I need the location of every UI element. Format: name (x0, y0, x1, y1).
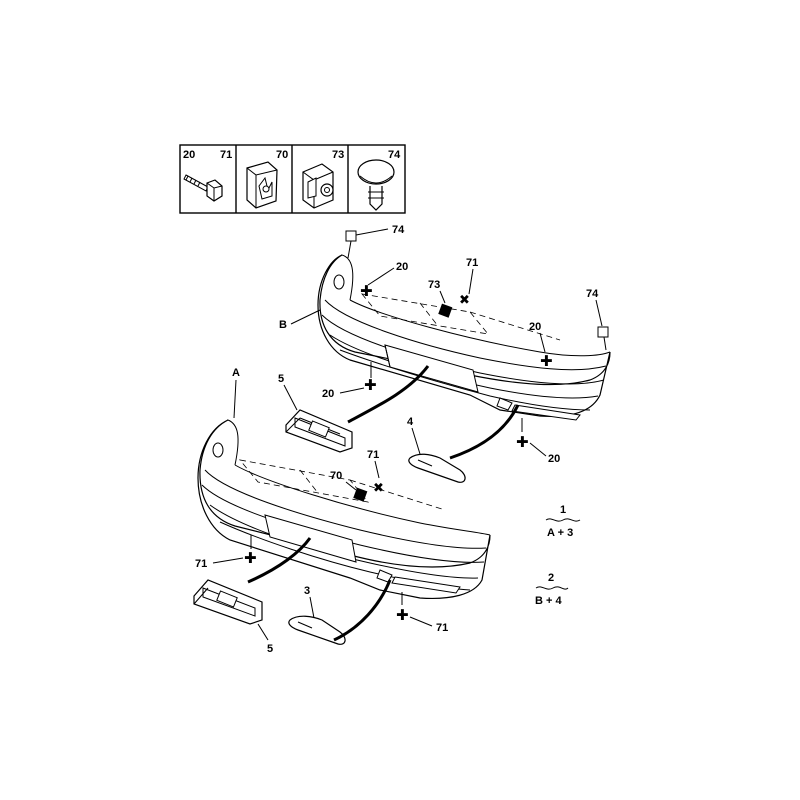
clip-nut-70-marker (353, 487, 368, 502)
nut-71-bottom-marker: ✚ (396, 606, 409, 624)
link-5-to-a (247, 537, 312, 584)
callout-20-b-bottom: 20 (322, 388, 334, 400)
bolt-20-right-marker: ✚ (540, 352, 553, 370)
callout-a: A (232, 367, 240, 379)
caged-nut-73-marker (438, 303, 453, 318)
link-4-to-b (449, 404, 520, 460)
bolt-icon (183, 174, 223, 202)
legend-1-number: 1 (560, 504, 566, 516)
box-label-73: 73 (332, 149, 344, 161)
callout-74-top: 74 (392, 224, 405, 236)
box-label-74: 74 (388, 149, 401, 161)
callout-73: 73 (428, 279, 440, 291)
bolt-20-marker: ✚ (360, 282, 373, 300)
bumper-b-body (317, 254, 611, 417)
callout-5-upper: 5 (278, 373, 284, 385)
bumper-a-body (197, 419, 491, 600)
legend-2-combo: B + 4 (535, 595, 562, 607)
callout-70: 70 (330, 470, 342, 482)
callout-5-lower: 5 (267, 643, 273, 655)
box-label-20: 20 (183, 149, 195, 161)
push-rivet-icon (357, 159, 395, 211)
box-label-70: 70 (276, 149, 288, 161)
bracket-5-upper (285, 409, 353, 453)
bumper-b (317, 254, 611, 421)
callout-3: 3 (304, 585, 310, 597)
callout-71-top: 71 (466, 257, 478, 269)
box-label-71: 71 (220, 149, 232, 161)
link-3-to-a (333, 579, 392, 642)
callout-20-lower-right: 20 (548, 453, 560, 465)
bolt-20-b-bottom-marker: ✚ (364, 376, 377, 394)
callout-20-right: 20 (529, 321, 541, 333)
callout-20-top: 20 (396, 261, 408, 273)
bracket-5-lower (193, 579, 263, 625)
nut-71-left-marker: ✚ (244, 549, 257, 567)
rivet-74-right-marker (597, 326, 609, 338)
link-5-to-b (347, 365, 430, 424)
tow-cover-3 (288, 615, 346, 645)
callout-71-mid: 71 (367, 449, 379, 461)
callout-4: 4 (407, 416, 414, 428)
nut-71-marker: ✖ (459, 293, 470, 308)
legend-1-combo: A + 3 (547, 527, 573, 539)
callout-71-left: 71 (195, 558, 207, 570)
nut-71-mid-marker: ✖ (373, 481, 384, 496)
rivet-74-marker (345, 230, 357, 242)
tow-cover-4 (408, 453, 466, 483)
legend: 1 A + 3 2 B + 4 (535, 504, 581, 607)
fastener-box: 20 71 70 73 74 (179, 144, 406, 214)
legend-2-number: 2 (548, 572, 554, 584)
callout-b: B (279, 319, 287, 331)
callout-71-bottom: 71 (436, 622, 448, 634)
bolt-20-lower-right-marker: ✚ (516, 433, 529, 451)
clip-nut-icon (246, 161, 278, 209)
callout-74-right: 74 (586, 288, 599, 300)
caged-nut-icon (302, 163, 334, 209)
